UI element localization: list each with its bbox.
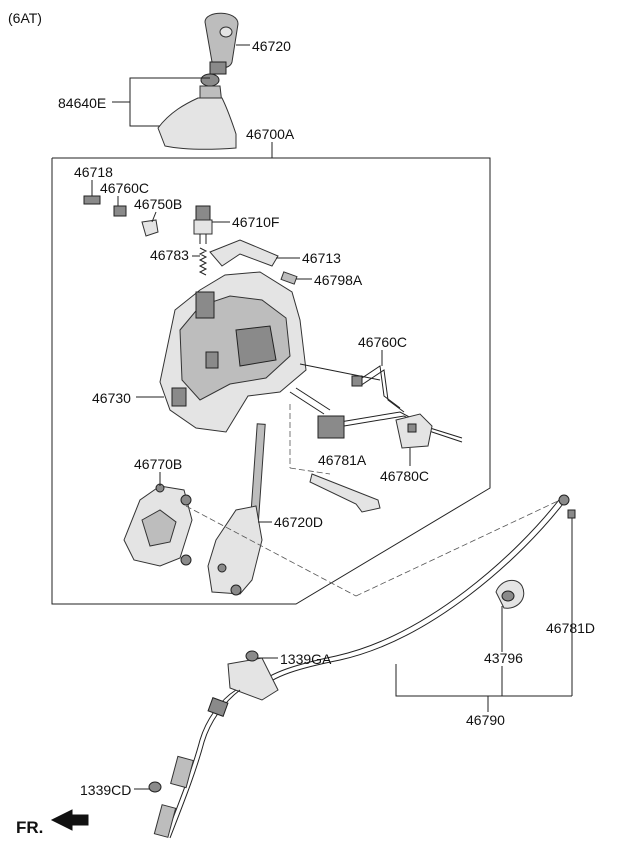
callout-46720d: 46720D [274, 514, 324, 530]
clip-46750b-icon [141, 219, 159, 237]
assembly-frame [51, 157, 491, 605]
shift-boot-icon [157, 73, 237, 150]
callout-46750b: 46750B [134, 196, 183, 212]
callout-1339cd: 1339CD [80, 782, 132, 798]
callout-1339ga: 1339GA [280, 651, 332, 667]
callout-46760c: 46760C [358, 334, 408, 350]
forward-arrow-icon [50, 809, 89, 831]
leader-46781a-dash2 [289, 467, 331, 475]
callout-boot: 84640E [58, 95, 107, 111]
leader-46750b [151, 211, 157, 223]
callout-46780c: 46780C [380, 468, 430, 484]
spring-46783-icon [198, 247, 208, 276]
callout-46781d: 46781D [546, 620, 596, 636]
callout-46783: 46783 [150, 247, 189, 263]
shift-lever-icon [207, 423, 266, 596]
direction-label: FR. [16, 818, 44, 837]
callout-46713: 46713 [302, 250, 341, 266]
cover-46713-icon [209, 239, 279, 267]
callout-46760c-top: 46760C [100, 180, 150, 196]
bracket-46770b-icon [123, 483, 193, 567]
switch-46710f-icon [193, 205, 213, 244]
callout-46718: 46718 [74, 164, 113, 180]
clip-46718-icon [83, 195, 101, 205]
callout-43796: 43796 [484, 650, 523, 666]
leader-46790 [395, 664, 572, 697]
wire-harness-icon [299, 363, 463, 449]
link-cable-end [355, 499, 561, 597]
rod-46781a-icon [289, 387, 381, 513]
link-46720d-cable [185, 505, 357, 597]
callout-46798a: 46798A [314, 272, 363, 288]
shifter-housing-icon [159, 271, 307, 433]
callout-46781a: 46781A [318, 452, 367, 468]
callout-knob: 46720 [252, 38, 291, 54]
pin-46798a-icon [280, 271, 298, 285]
variant-label: (6AT) [8, 10, 42, 26]
callout-assembly: 46700A [246, 126, 295, 142]
callout-46710f: 46710F [232, 214, 280, 230]
shift-cable-icon [148, 494, 576, 839]
gear-knob-icon [204, 12, 239, 75]
bracket-46760c-icon [113, 205, 127, 217]
callout-46770b: 46770B [134, 456, 183, 472]
callout-46790: 46790 [466, 712, 505, 728]
callout-46730: 46730 [92, 390, 131, 406]
